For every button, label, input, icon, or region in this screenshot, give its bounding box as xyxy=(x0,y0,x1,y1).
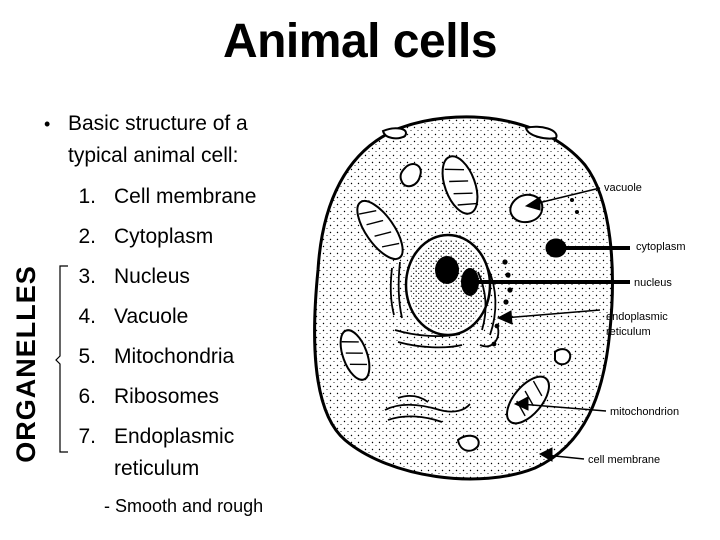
nucleus-shape xyxy=(404,233,492,337)
label-vacuole: vacuole xyxy=(604,182,642,194)
list-number: 5. xyxy=(78,345,96,368)
mitochondrion-shape xyxy=(356,200,404,260)
organelles-bracket xyxy=(55,265,68,453)
list-item-ribosomes: Ribosomes xyxy=(114,385,220,408)
list-number: 6. xyxy=(78,385,96,408)
list-number: 3. xyxy=(78,265,96,288)
list-item-vacuole: Vacuole xyxy=(114,305,189,328)
list-item-cytoplasm: Cytoplasm xyxy=(114,225,214,248)
list-item-nucleus: Nucleus xyxy=(114,265,190,288)
list-number: 2. xyxy=(78,225,96,248)
slide-title: Animal cells xyxy=(222,15,498,68)
bullet-text-line1: Basic structure of a xyxy=(68,112,248,135)
list-item-reticulum: reticulum xyxy=(114,457,200,480)
bullet-dot: • xyxy=(44,114,51,134)
list-number: 7. xyxy=(78,425,96,448)
label-er-line2: reticulum xyxy=(606,326,651,338)
vacuole-shape xyxy=(524,125,558,140)
label-cell-membrane: cell membrane xyxy=(588,454,660,466)
mitochondrion-shape xyxy=(441,155,479,215)
vacuole-shape xyxy=(554,348,572,366)
vacuole-shape xyxy=(456,434,480,452)
endoplasmic-reticulum-shape xyxy=(384,261,500,423)
label-mitochondrion: mitochondrion xyxy=(610,406,679,418)
list-item-mitochondria: Mitochondria xyxy=(114,345,235,368)
list-number: 4. xyxy=(78,305,96,328)
pointer-arrows xyxy=(470,187,630,462)
vacuole-shape xyxy=(399,163,422,188)
mitochondrion-shape xyxy=(339,329,371,381)
list-number: 1. xyxy=(78,185,96,208)
sub-note: - Smooth and rough xyxy=(104,496,264,516)
list-item-cell-membrane: Cell membrane xyxy=(114,185,257,208)
animal-cell-diagram: vacuole cytoplasm nucleus endoplasmic re… xyxy=(313,115,686,481)
bullet-text-line2: typical animal cell: xyxy=(68,144,239,167)
list-item-endoplasmic: Endoplasmic xyxy=(114,425,235,448)
ribosome-dots xyxy=(491,198,579,347)
vacuole-shape xyxy=(381,127,407,140)
label-cytoplasm: cytoplasm xyxy=(636,241,686,253)
label-nucleus: nucleus xyxy=(634,277,672,289)
label-er-line1: endoplasmic xyxy=(606,311,668,323)
